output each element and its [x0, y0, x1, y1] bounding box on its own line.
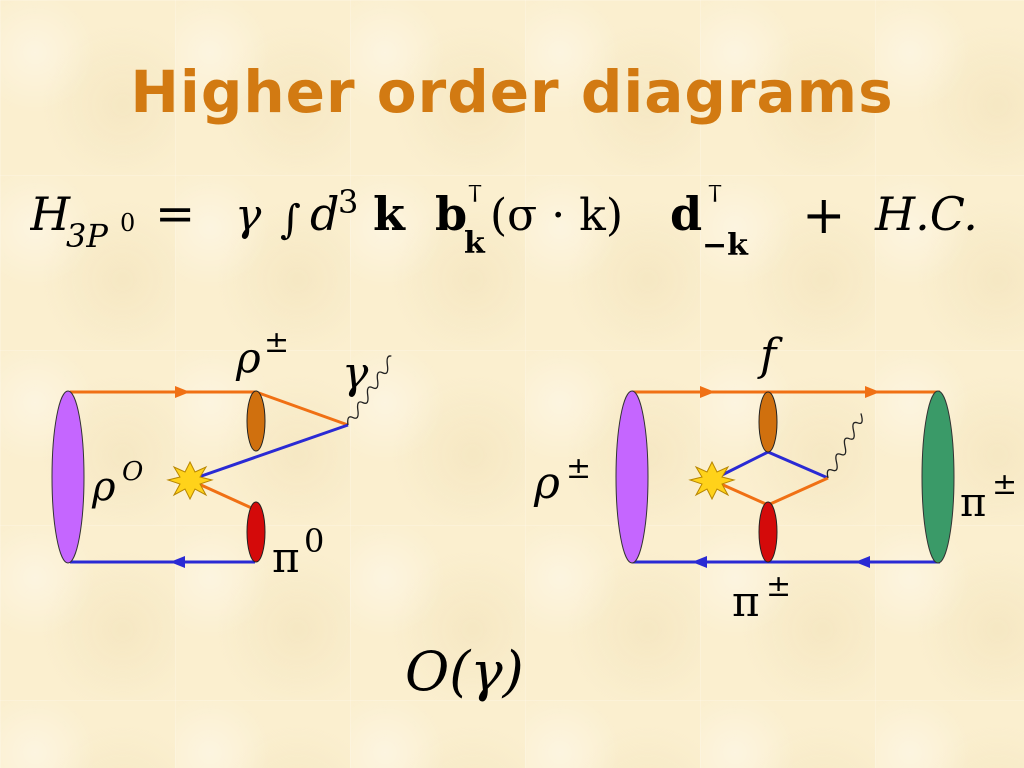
right-label-pi: π: [960, 480, 986, 526]
right-vertex-star-icon: [688, 460, 736, 501]
right-f-blob: [758, 391, 778, 453]
left-vertex-star-icon: [166, 460, 214, 501]
right-loop-blue-right: [767, 450, 829, 480]
formula-d: d: [310, 187, 339, 241]
right-antiquark-arrow-2: [855, 556, 870, 568]
right-pi-blob: [758, 501, 778, 563]
left-label-rho: ρ: [235, 333, 261, 382]
right-rho-meson: [615, 390, 649, 564]
formula-plus: +: [802, 186, 846, 246]
right-label-pi-exchanged-sup: ±: [766, 569, 791, 604]
slide-title: Higher order diagrams: [130, 58, 894, 126]
left-label-pi0: π: [272, 533, 300, 582]
right-quark-arrow-1: [700, 386, 715, 398]
left-rho0-meson: [51, 390, 85, 564]
right-quark-arrow-2: [865, 386, 880, 398]
right-label-f: f: [757, 330, 783, 381]
left-label-pi0-sup: 0: [304, 522, 324, 560]
left-quark-arrow: [175, 386, 190, 398]
formula-b-dagger: †: [468, 185, 482, 206]
left-rho-blob: [246, 390, 266, 452]
formula-paren: (σ · k): [490, 190, 623, 241]
right-label-pi-exchanged: π: [732, 577, 760, 626]
feynman-diagrams: ρ O ρ ± γ π 0: [0, 300, 1024, 660]
formula-d-sup: 3: [338, 185, 358, 221]
right-label-rho-sup: ±: [566, 451, 591, 486]
left-photon-wavy: [347, 355, 392, 426]
right-loop-orange-right: [767, 476, 829, 507]
formula-b-sub: k: [464, 226, 486, 261]
right-label-pi-sup: ±: [992, 467, 1017, 502]
left-cone-blue: [189, 423, 349, 482]
left-label-gamma: γ: [342, 348, 369, 399]
formula-gamma: γ: [235, 190, 262, 241]
formula-d2: d: [670, 187, 702, 241]
left-label-rho0-sup: O: [122, 457, 143, 487]
right-label-rho: ρ: [533, 458, 560, 509]
formula-k: k: [373, 187, 406, 241]
right-photon-wavy: [826, 413, 863, 479]
formula-b: b: [435, 187, 467, 241]
order-label: O(γ): [405, 640, 524, 703]
formula-d-sub: −k: [702, 228, 749, 263]
formula-d-dagger: †: [708, 185, 722, 206]
right-diagram: ρ ± f π ± π ±: [533, 330, 1017, 626]
left-cone-top: [255, 390, 349, 427]
left-pi0-blob: [246, 501, 266, 563]
left-diagram: ρ O ρ ± γ π 0: [51, 325, 392, 582]
formula-H-sub: 3P: [66, 217, 108, 255]
formula-integral: ∫: [280, 197, 301, 243]
hamiltonian-formula: H 3P 0 = γ ∫ d 3 k b † k (σ · k) d † −k …: [29, 173, 1020, 275]
formula-H: H: [30, 187, 71, 241]
formula-H-sub-sup: 0: [120, 209, 135, 237]
right-antiquark-arrow-1: [692, 556, 707, 568]
right-pi-meson: [921, 390, 955, 564]
left-label-rho0: ρ: [91, 464, 116, 510]
left-label-rho-sup: ±: [264, 325, 289, 360]
formula-equals: =: [155, 186, 195, 242]
left-antiquark-arrow: [170, 556, 185, 568]
formula-hc: H.C.: [874, 187, 978, 241]
